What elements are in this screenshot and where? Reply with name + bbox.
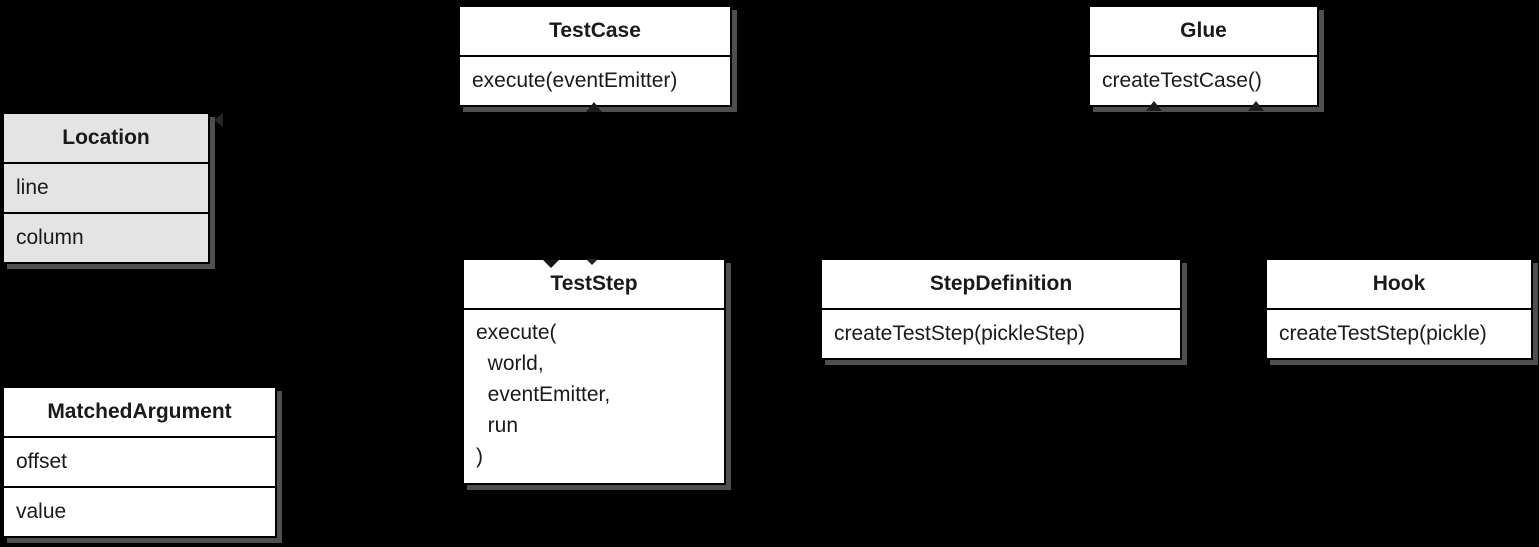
- arrowhead-up-icon: [1146, 101, 1162, 111]
- class-box-hook: Hook createTestStep(pickle): [1265, 258, 1533, 360]
- class-title: TestCase: [549, 19, 641, 42]
- arrowhead-down-icon: [586, 259, 598, 265]
- class-box-stepdefinition: StepDefinition createTestStep(pickleStep…: [820, 258, 1182, 360]
- arrowhead-up-icon: [1248, 101, 1264, 111]
- class-title: Location: [62, 126, 150, 149]
- arrowhead-down-icon: [543, 260, 559, 268]
- class-box-matchedargument: MatchedArgument offset value: [2, 386, 277, 538]
- class-member: createTestCase(): [1090, 55, 1317, 105]
- class-member: createTestStep(pickleStep): [822, 308, 1180, 358]
- class-title: StepDefinition: [929, 272, 1073, 295]
- class-title: MatchedArgument: [47, 400, 232, 423]
- class-title: Hook: [1372, 272, 1426, 295]
- class-attribute: line: [4, 162, 208, 212]
- class-box-glue: Glue createTestCase(): [1088, 5, 1319, 107]
- class-member-multiline: execute( world, eventEmitter, run ): [464, 308, 724, 472]
- member-line: run: [476, 414, 519, 437]
- member-line: world,: [476, 352, 544, 375]
- class-box-location: Location line column: [2, 112, 210, 264]
- class-title: Glue: [1180, 19, 1227, 42]
- member-line: execute(: [476, 321, 557, 344]
- class-attribute: column: [4, 212, 208, 262]
- class-attribute: value: [4, 486, 275, 536]
- class-member: execute(eventEmitter): [460, 55, 730, 105]
- arrowhead-up-icon: [586, 102, 602, 112]
- member-line: eventEmitter,: [476, 383, 611, 406]
- arrowhead-left-icon: [214, 113, 223, 127]
- class-attribute: offset: [4, 436, 275, 486]
- class-box-teststep: TestStep execute( world, eventEmitter, r…: [462, 258, 726, 485]
- class-box-testcase: TestCase execute(eventEmitter): [458, 5, 732, 107]
- class-member: createTestStep(pickle): [1267, 308, 1531, 358]
- class-title: TestStep: [550, 272, 638, 295]
- member-line: ): [476, 445, 483, 468]
